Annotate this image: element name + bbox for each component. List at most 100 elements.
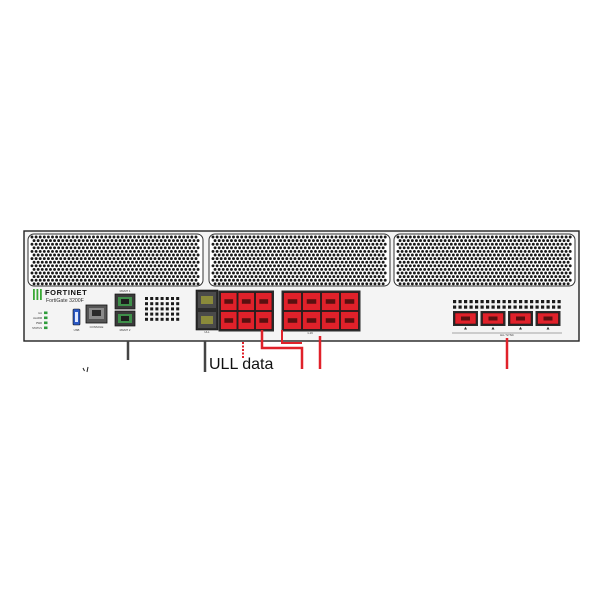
vent-hole <box>383 257 387 261</box>
vent-hole <box>355 278 358 282</box>
vent-hole <box>192 253 196 257</box>
vent-hole <box>90 275 93 279</box>
vent-hole <box>227 271 231 275</box>
vent-hole <box>556 249 560 253</box>
vent-hole <box>429 271 433 275</box>
vent-hole <box>157 278 161 282</box>
vent-hole <box>400 271 404 275</box>
vent-hole <box>421 257 425 261</box>
vent-hole <box>470 264 474 268</box>
vent-hole <box>381 253 385 257</box>
vent-hole <box>46 242 50 246</box>
vent-hole <box>135 275 138 279</box>
vent-hole <box>490 242 494 246</box>
vent-hole <box>423 275 427 279</box>
vent-hole <box>287 260 291 264</box>
vent-hole <box>225 239 229 243</box>
vent-hole <box>301 249 305 253</box>
vent-hole <box>44 239 48 243</box>
vent-hole <box>497 253 500 257</box>
vent-hole <box>225 282 229 286</box>
vent-square <box>535 300 539 304</box>
vent-hole <box>258 246 262 250</box>
vent-hole <box>361 253 365 257</box>
vent-hole <box>167 282 171 286</box>
vent-hole <box>59 264 63 268</box>
vent-hole <box>365 246 369 250</box>
vent-hole <box>98 260 102 264</box>
vent-hole <box>326 264 330 268</box>
vent-hole <box>542 275 545 279</box>
vent-hole <box>488 253 492 257</box>
vent-hole <box>30 278 34 282</box>
vent-hole <box>131 282 134 286</box>
vent-hole <box>122 267 126 271</box>
vent-hole <box>232 271 235 275</box>
vent-hole <box>373 267 377 271</box>
vent-hole <box>476 275 480 279</box>
vent-hole <box>538 239 541 243</box>
vent-hole <box>92 278 95 282</box>
vent-square <box>486 305 490 309</box>
vent-hole <box>531 242 535 246</box>
vent-hole <box>410 239 414 243</box>
vent-hole <box>332 246 336 250</box>
vent-hole <box>373 260 377 264</box>
vent-hole <box>503 278 507 282</box>
vent-hole <box>281 271 285 275</box>
vent-hole <box>268 264 272 268</box>
vent-hole <box>161 257 165 261</box>
vent-hole <box>301 264 305 268</box>
vent-hole <box>361 239 365 243</box>
vent-hole <box>484 267 488 271</box>
vent-hole <box>449 278 453 282</box>
vent-hole <box>96 264 100 268</box>
vent-hole <box>104 264 108 268</box>
vent-hole <box>287 239 291 243</box>
vent-hole <box>350 235 354 239</box>
vent-hole <box>139 246 143 250</box>
vent-hole <box>468 260 472 264</box>
vent-hole <box>36 267 40 271</box>
led-label-ha: HA <box>38 311 42 315</box>
vent-hole <box>359 249 363 253</box>
vent-hole <box>194 242 198 246</box>
vent-hole <box>53 282 56 286</box>
vent-hole <box>279 267 283 271</box>
vent-hole <box>112 249 116 253</box>
vent-hole <box>568 257 572 261</box>
vent-hole <box>104 278 108 282</box>
vent-hole <box>244 249 248 253</box>
vent-hole <box>104 249 108 253</box>
vent-hole <box>122 282 126 286</box>
vent-hole <box>558 253 562 257</box>
vent-hole <box>400 278 404 282</box>
vent-hole <box>79 249 83 253</box>
vent-hole <box>431 253 435 257</box>
vent-hole <box>297 235 301 239</box>
vent-hole <box>266 267 270 271</box>
vent-hole <box>77 239 81 243</box>
vent-hole <box>404 235 408 239</box>
vent-hole <box>421 235 425 239</box>
vent-hole <box>316 253 319 257</box>
vent-hole <box>453 249 457 253</box>
vent-hole <box>118 246 122 250</box>
vent-hole <box>81 260 85 264</box>
vent-hole <box>219 257 223 261</box>
vent-square <box>145 297 148 300</box>
vent-hole <box>527 242 531 246</box>
vent-hole <box>406 239 410 243</box>
brand-name: FORTINET <box>45 288 87 297</box>
vent-hole <box>122 246 126 250</box>
vent-hole <box>73 275 77 279</box>
vent-hole <box>51 235 54 239</box>
vent-hole <box>110 267 114 271</box>
vent-hole <box>240 264 244 268</box>
vent-hole <box>131 246 134 250</box>
vent-hole <box>540 264 543 268</box>
vent-hole <box>439 282 443 286</box>
vent-hole <box>248 257 252 261</box>
vent-hole <box>258 282 262 286</box>
vent-hole <box>361 267 365 271</box>
